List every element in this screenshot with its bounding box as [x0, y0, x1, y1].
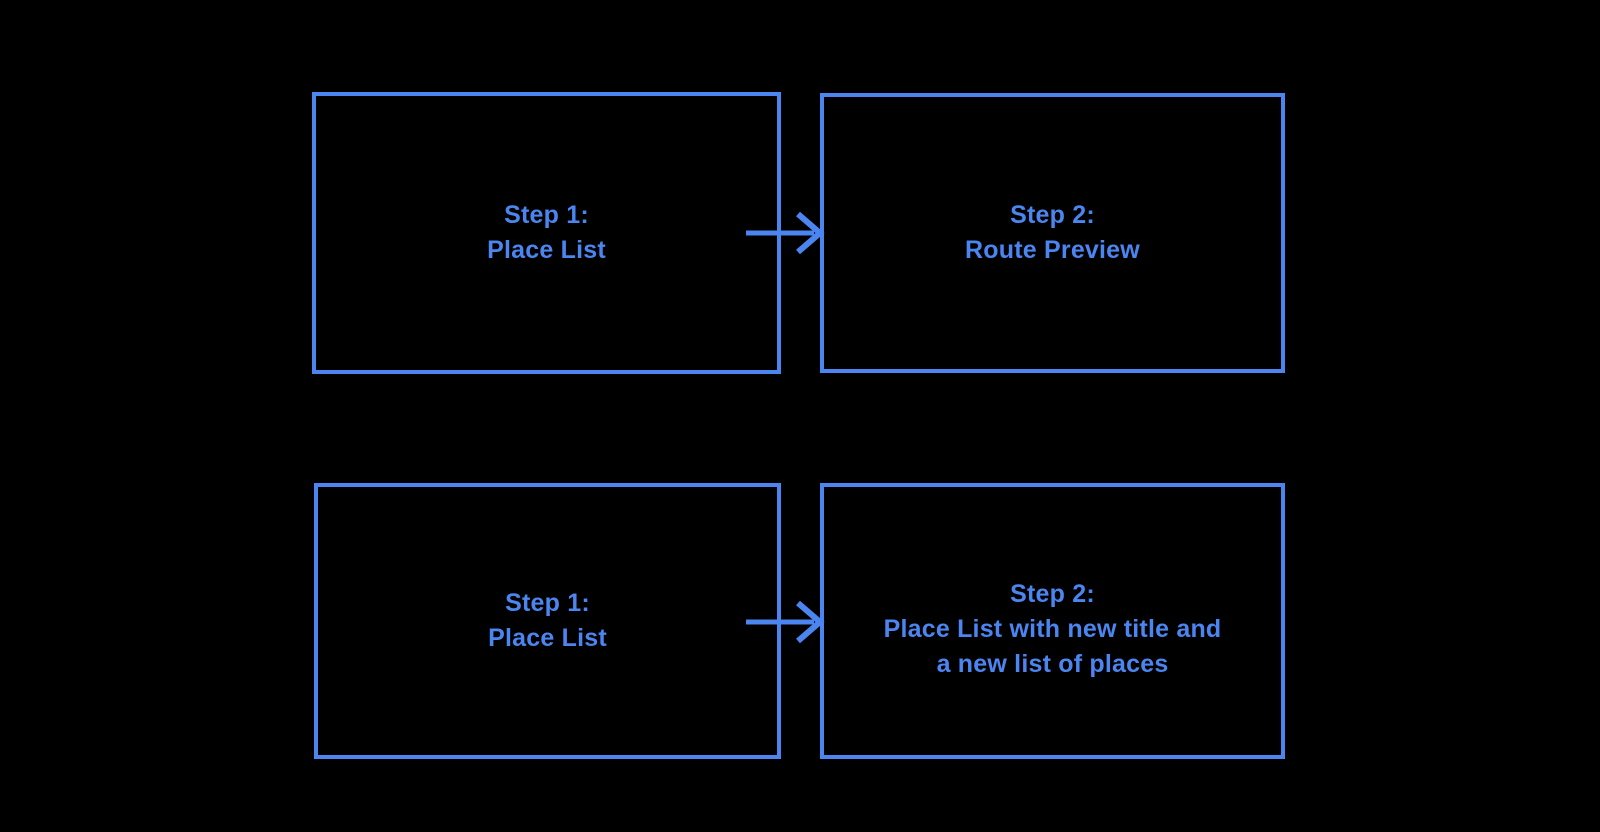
- box-label-line: Step 2:: [1010, 201, 1095, 229]
- flow-box-row1-step2-route-preview: Step 2: Route Preview: [820, 93, 1285, 373]
- box-label-line: Place List with new title and: [883, 614, 1222, 643]
- box-label-line: Place List: [487, 236, 606, 264]
- arrow-right-icon: [746, 211, 825, 255]
- flow-box-row1-step1-place-list: Step 1: Place List: [312, 92, 781, 374]
- arrow-right-icon: [746, 600, 825, 644]
- box-label-line: Step 1:: [504, 201, 589, 229]
- flow-box-row2-step2-place-list-new: Step 2: Place List with new title and a …: [820, 483, 1285, 759]
- box-label: Step 1: Place List: [488, 586, 607, 656]
- box-label: Step 2: Place List with new title and a …: [884, 577, 1222, 682]
- box-label-line: Place List: [488, 624, 607, 652]
- box-label-line: Route Preview: [965, 236, 1140, 264]
- box-label: Step 1: Place List: [487, 198, 606, 268]
- box-label: Step 2: Route Preview: [965, 198, 1140, 268]
- box-label-line: a new list of places: [936, 649, 1169, 678]
- box-label-line: Step 2:: [1010, 579, 1095, 608]
- box-label-line: Step 1:: [505, 589, 590, 617]
- flow-box-row2-step1-place-list: Step 1: Place List: [314, 483, 781, 759]
